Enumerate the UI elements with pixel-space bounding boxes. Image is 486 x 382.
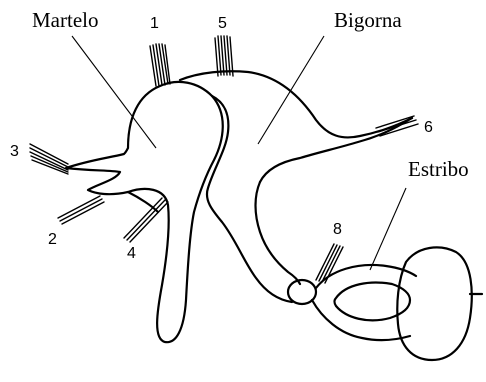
- leader-estribo: [370, 188, 406, 270]
- tuft-5: [215, 36, 233, 76]
- marker-1: 1: [150, 15, 159, 32]
- marker-2: 2: [48, 231, 57, 248]
- leader-martelo: [72, 36, 156, 148]
- marker-3: 3: [10, 143, 19, 160]
- marker-6: 6: [424, 119, 433, 136]
- leader-bigorna: [258, 36, 324, 144]
- marker-8: 8: [333, 221, 342, 238]
- marker-4: 4: [127, 245, 136, 262]
- incus-shape: [180, 71, 412, 304]
- tuft-1: [150, 44, 170, 86]
- marker-5: 5: [218, 15, 227, 32]
- label-estribo: Estribo: [408, 157, 469, 181]
- label-martelo: Martelo: [32, 8, 98, 32]
- tuft-2: [58, 196, 104, 224]
- malleus-shape: [66, 82, 223, 342]
- tuft-4: [124, 198, 168, 242]
- stapes-shape: [312, 247, 482, 360]
- label-bigorna: Bigorna: [334, 8, 402, 32]
- tuft-3: [30, 144, 68, 174]
